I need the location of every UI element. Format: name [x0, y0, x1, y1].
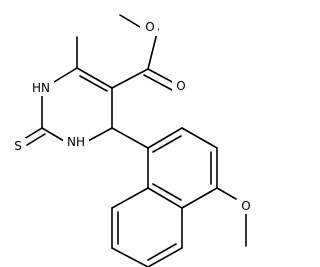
bond-n4a-n8a-inner — [152, 183, 182, 201]
bond-n4a-n8a — [147, 187, 183, 209]
bond-carbonyl-double-b — [143, 74, 173, 91]
atom-labels: O O HN NH S O — [10, 20, 255, 214]
bond-C6-N1 — [53, 67, 78, 83]
bond-C2-S-b — [26, 133, 46, 146]
bond-C6-C5-b — [79, 75, 108, 92]
bond-carbonylC-C5 — [111, 68, 149, 89]
atom-n1-hn: HN — [32, 81, 50, 95]
bond-n4-oether — [216, 187, 237, 200]
bond-C2-N3 — [41, 127, 65, 142]
bond-n1-n2-inner — [152, 135, 182, 153]
bond-C2-S-a — [23, 127, 43, 140]
atom-thione-s: S — [14, 139, 22, 153]
bond-methyl-oester — [119, 14, 141, 28]
bond-n6-n7 — [111, 247, 149, 267]
bond-n5-n6 — [147, 247, 183, 267]
atom-n3-nh: NH — [67, 135, 85, 149]
bond-C6-C5-a — [76, 67, 113, 89]
bond-n8-n8a — [111, 187, 149, 209]
bond-n2-n3 — [181, 127, 218, 149]
atom-ether-o: O — [241, 199, 250, 213]
bond-n4-n4a — [181, 187, 218, 209]
bond-n1-n2 — [147, 127, 183, 149]
atom-ester-o-methoxy: O — [145, 20, 154, 34]
molecule-diagram: O O HN NH S O — [10, 14, 255, 267]
bond-n5-n6-inner — [147, 243, 177, 261]
atom-ester-o-carbonyl: O — [176, 79, 185, 93]
bond-N3-C4 — [87, 127, 113, 142]
bonds — [23, 14, 247, 267]
bond-carbonyl-double-a — [147, 68, 177, 85]
bond-C4-naphC1 — [111, 127, 149, 149]
